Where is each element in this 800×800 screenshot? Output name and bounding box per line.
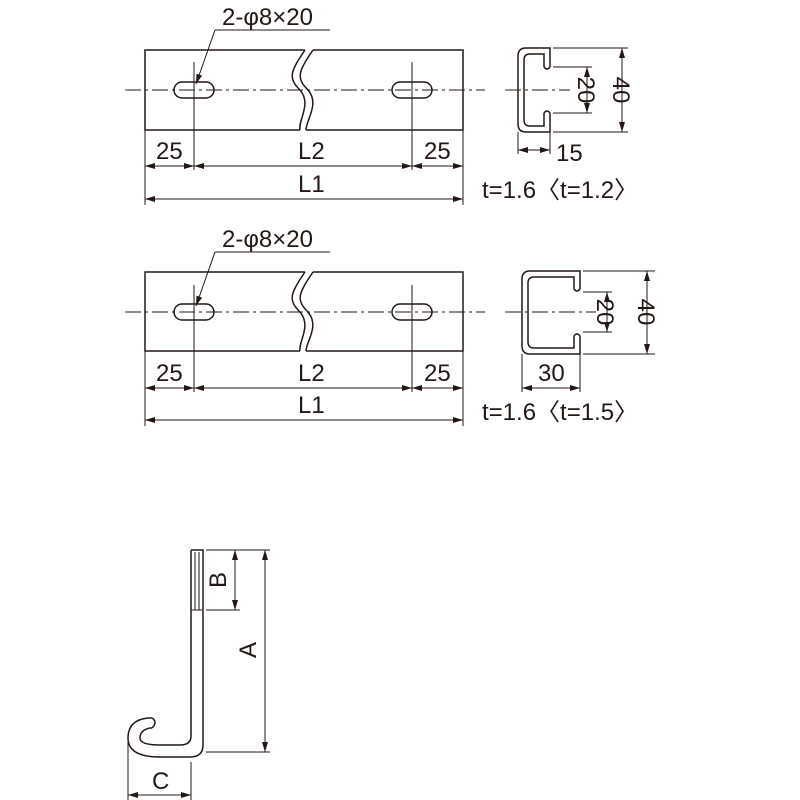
dim-left-end-a: 25 <box>156 138 183 165</box>
dim-total-length: A <box>235 642 262 658</box>
section-outer-height-a: 40 <box>607 77 634 104</box>
dim-overall-text-b: L1 <box>298 392 325 419</box>
thickness-note-a: t=1.6〈t=1.2〉 <box>482 177 638 204</box>
channel-view-a: 2-φ8×20 25 L2 25 L1 <box>125 4 638 205</box>
dim-right-end-b: 25 <box>424 360 451 387</box>
section-inner-height-b: 20 <box>591 299 618 326</box>
section-inner-height-a: 20 <box>572 77 599 104</box>
dim-hook-width: C <box>152 768 169 795</box>
hole-callout-b: 2-φ8×20 <box>195 226 330 307</box>
dim-left-end-b: 25 <box>156 360 183 387</box>
dim-overall-b: L1 <box>145 392 463 423</box>
dim-right-end-a: 25 <box>424 138 451 165</box>
section-width-b: 30 <box>538 360 565 387</box>
channel-view-b: 2-φ8×20 25 L2 25 L1 <box>125 226 659 426</box>
section-a: 20 40 15 <box>505 47 634 167</box>
dim-row-ends-b: 25 L2 25 <box>145 360 463 391</box>
plate-outline-b <box>144 271 464 352</box>
dim-overall-a: L1 <box>145 171 463 202</box>
dim-pitch-b: L2 <box>298 360 325 387</box>
section-outer-height-b: 40 <box>632 299 659 326</box>
thickness-note-b: t=1.6〈t=1.5〉 <box>482 399 638 426</box>
dim-row-ends-a: 25 L2 25 <box>145 138 463 169</box>
dim-pitch-a: L2 <box>298 138 325 165</box>
hole-callout-text-b: 2-φ8×20 <box>222 226 313 253</box>
hole-callout-a: 2-φ8×20 <box>195 4 330 85</box>
dim-overall-text-a: L1 <box>298 171 325 198</box>
dim-thread-length: B <box>205 572 232 588</box>
section-width-a: 15 <box>556 140 583 167</box>
hook-bolt: B A C <box>127 549 270 800</box>
hole-callout-text-a: 2-φ8×20 <box>222 4 313 31</box>
section-b: 20 40 30 <box>505 270 659 392</box>
